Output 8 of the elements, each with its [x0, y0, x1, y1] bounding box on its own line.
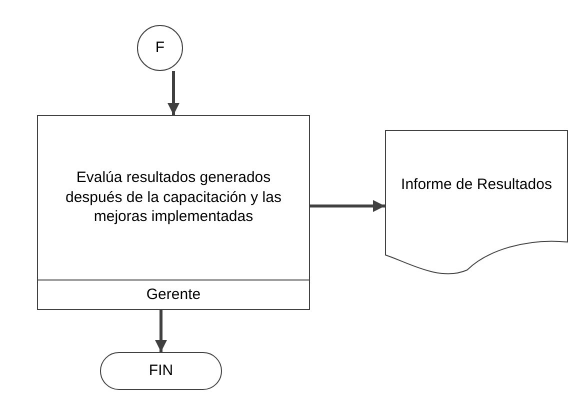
node-text: F [155, 38, 165, 58]
node-text: Informe de Resultados [401, 175, 552, 195]
arrow [155, 310, 167, 352]
node-text: Evalúa resultados generados después de la capacitación y las mejoras implementadas [64, 168, 282, 227]
role-label: Gerente [146, 285, 201, 305]
node-text: FIN [148, 361, 174, 381]
arrow [310, 200, 385, 212]
arrow [168, 71, 180, 115]
